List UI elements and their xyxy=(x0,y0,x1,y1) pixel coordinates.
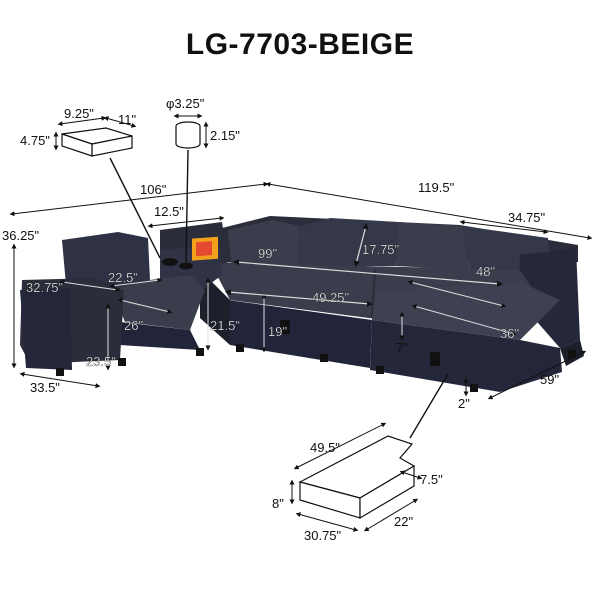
sofa-leg xyxy=(376,366,384,374)
back-cushion xyxy=(396,222,470,270)
console-label: 12.5" xyxy=(154,204,184,219)
storage-box-drawing: 9.25" 11" 4.75" xyxy=(20,106,161,259)
cushion-thickness-label: 7" xyxy=(396,340,408,355)
cup-height-label: 2.15" xyxy=(210,128,240,143)
sofa-base-left xyxy=(120,322,200,350)
sofa-leg xyxy=(470,384,478,392)
product-title: LG-7703-BEIGE xyxy=(185,28,415,61)
sofa-leg xyxy=(236,344,244,352)
back-right-label: 34.75" xyxy=(508,210,546,225)
leg-height-label: 2" xyxy=(458,396,470,411)
box-width-label: 9.25" xyxy=(64,106,94,121)
bed-length-label: 49.25" xyxy=(312,290,350,305)
cup-drawing: φ3.25" 2.15" xyxy=(166,96,240,263)
bed-height-label: 19" xyxy=(268,324,287,339)
ottoman-height-label: 8" xyxy=(272,496,284,511)
cup-holder xyxy=(162,258,178,266)
chaise-depth-label: 59" xyxy=(540,372,559,387)
overall-dimensions: 106" 119.5" 36.25" 33.5" 59" xyxy=(2,180,593,400)
sofa-leg xyxy=(56,368,64,376)
arm-width-label: 22.5" xyxy=(108,270,138,285)
sofa-leg xyxy=(320,354,328,362)
span-label: 99" xyxy=(258,246,277,261)
ottoman-notch-label: 7.5" xyxy=(420,472,443,487)
ottoman-length-label: 49.5" xyxy=(310,440,340,455)
detail-dimensions: 12.5" 34.75" 99" 17.75" 32.75" 22.5" 26"… xyxy=(26,204,549,411)
seat-height-label: 21.5" xyxy=(210,318,240,333)
sofa-arm-left-front xyxy=(20,288,72,370)
sofa-back-left-chair xyxy=(62,232,150,290)
back-height-label: 17.75" xyxy=(362,242,400,257)
drawer-handle xyxy=(280,320,290,334)
box-depth-label: 11" xyxy=(118,112,136,127)
arm-height-label: 32.75" xyxy=(26,280,64,295)
left-width-label: 33.5" xyxy=(30,380,60,395)
left-depth-label: 106" xyxy=(140,182,167,197)
right-width-label: 119.5" xyxy=(418,180,455,195)
ottoman-width-label: 30.75" xyxy=(304,528,342,543)
sofa-leg xyxy=(196,348,204,356)
usb-panel-inner xyxy=(196,241,212,257)
drawer-handle xyxy=(430,352,440,366)
seat-depth-left-label: 26" xyxy=(124,318,143,333)
cup-diameter-label: φ3.25" xyxy=(166,96,205,111)
ottoman-depth-label: 22" xyxy=(394,514,413,529)
cup-holder xyxy=(179,262,193,270)
chaise-width-label: 36" xyxy=(500,326,519,341)
height-label: 36.25" xyxy=(2,228,40,243)
box-height-label: 4.75" xyxy=(20,133,50,148)
sofa-leg xyxy=(118,358,126,366)
ottoman-drawing: 49.5" 7.5" 8" 30.75" 22" xyxy=(272,373,449,543)
chaise-length-label: 48" xyxy=(476,264,495,279)
seat-height-left-label: 23.5" xyxy=(86,354,116,369)
